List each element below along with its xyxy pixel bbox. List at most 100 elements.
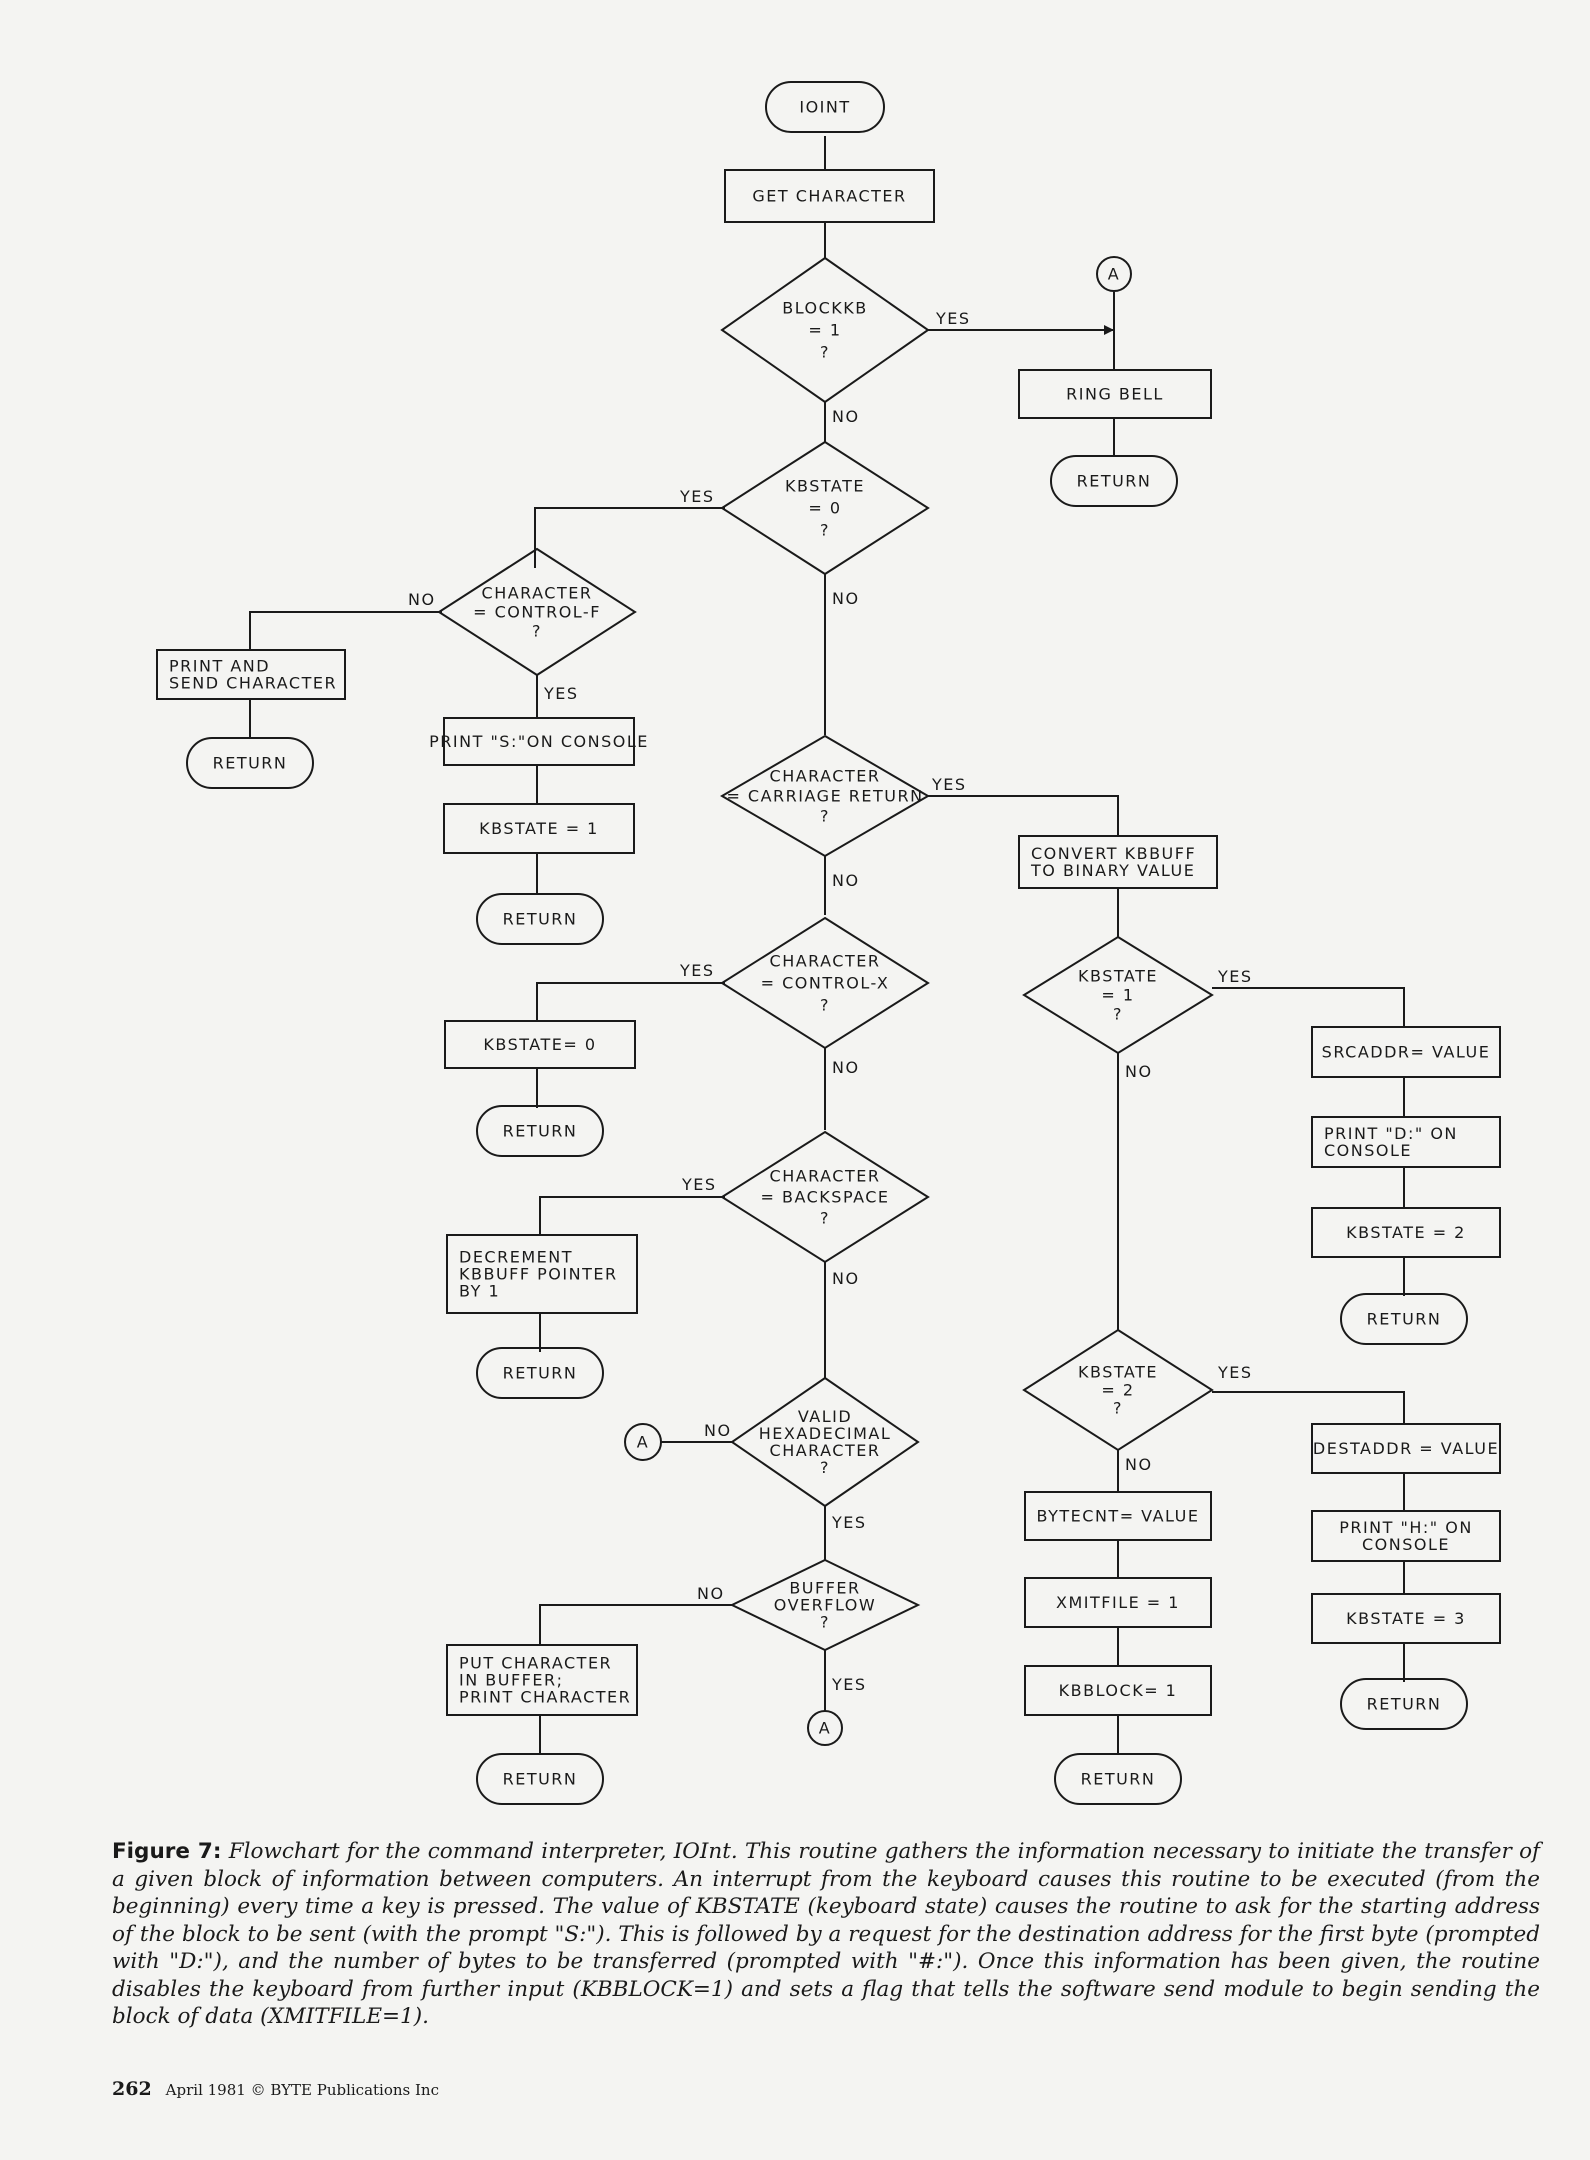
kbstate2-q-text: = 2 bbox=[1101, 1381, 1134, 1400]
kbblock-text: KBBLOCK= 1 bbox=[1059, 1681, 1178, 1700]
kbstate2-q-decision bbox=[1022, 1328, 1214, 1452]
cr-text: ? bbox=[820, 807, 830, 826]
print-s-box bbox=[443, 717, 635, 766]
kbstate2-no-label: NO bbox=[1125, 1455, 1153, 1474]
cr-text: = CARRIAGE RETURN bbox=[726, 787, 923, 806]
valid-hex-decision bbox=[730, 1376, 920, 1508]
ret-d-text: RETURN bbox=[1367, 1310, 1442, 1329]
ioint-terminal bbox=[765, 81, 885, 133]
ring-bell-box bbox=[1018, 369, 1212, 419]
ctrl-x-text: CHARACTER bbox=[770, 952, 881, 971]
put-char-text: PRINT CHARACTER bbox=[459, 1688, 631, 1707]
kbstate-set0-text: KBSTATE= 0 bbox=[483, 1035, 596, 1054]
print-d-text: PRINT "D:" ON bbox=[1324, 1124, 1458, 1143]
figure-caption: Figure 7: Flowchart for the command inte… bbox=[112, 1838, 1540, 2031]
print-send-box bbox=[156, 649, 346, 700]
srcaddr-text: SRCADDR= VALUE bbox=[1322, 1043, 1491, 1062]
kbstate-set0-box bbox=[444, 1020, 636, 1069]
cr-text: CHARACTER bbox=[770, 767, 881, 786]
kbstate0-text: = 0 bbox=[808, 499, 841, 518]
get-char-box bbox=[724, 169, 935, 223]
valid-hex-text: ? bbox=[820, 1458, 830, 1477]
blockkb-decision bbox=[720, 256, 930, 404]
ctrl-f-no-label: NO bbox=[408, 590, 436, 609]
ctrl-f-decision bbox=[437, 547, 637, 677]
destaddr-box bbox=[1311, 1423, 1501, 1474]
edge-ctrlx-yes bbox=[536, 982, 725, 1021]
ret-bs-terminal bbox=[476, 1347, 604, 1399]
overflow-text: ? bbox=[820, 1613, 830, 1632]
overflow-yes-label: YES bbox=[831, 1675, 867, 1694]
ctrl-f-yes-label: YES bbox=[543, 684, 579, 703]
kbstate2-q-text: ? bbox=[1113, 1399, 1123, 1418]
cr-decision bbox=[720, 734, 930, 858]
ret-h-terminal bbox=[1340, 1678, 1468, 1730]
destaddr-text: DESTADDR = VALUE bbox=[1313, 1439, 1499, 1458]
get-char-text: GET CHARACTER bbox=[752, 187, 906, 206]
page-footer: 262 April 1981 © BYTE Publications Inc bbox=[112, 2078, 439, 2100]
kbstate2-q-text: KBSTATE bbox=[1078, 1363, 1158, 1382]
ret-s-terminal bbox=[476, 893, 604, 945]
xmitfile-box bbox=[1024, 1577, 1212, 1628]
overflow-text: BUFFER bbox=[789, 1579, 860, 1598]
ret-kb-terminal bbox=[1054, 1753, 1182, 1805]
backspace-text: ? bbox=[820, 1209, 830, 1228]
blockkb-no-label: NO bbox=[832, 407, 860, 426]
ret-bell-terminal bbox=[1050, 455, 1178, 507]
convert-text: CONVERT KBBUFF bbox=[1031, 844, 1196, 863]
convert-text: TO BINARY VALUE bbox=[1030, 861, 1195, 880]
kbstate1-no-label: NO bbox=[1125, 1062, 1153, 1081]
ret-print-terminal bbox=[186, 737, 314, 789]
valid-no-label: NO bbox=[704, 1421, 732, 1440]
kbstate0-text: KBSTATE bbox=[785, 477, 865, 496]
kbstate-set2-text: KBSTATE = 2 bbox=[1346, 1223, 1466, 1242]
ctrl-f-text: = CONTROL-F bbox=[473, 603, 601, 622]
kbstate1-q-text: = 1 bbox=[1101, 986, 1134, 1005]
figure-label: Figure 7: bbox=[112, 1839, 222, 1864]
edge-kbstate2q-yes bbox=[1212, 1391, 1405, 1424]
ret-print-text: RETURN bbox=[213, 754, 288, 773]
ctrl-x-yes-label: YES bbox=[679, 961, 715, 980]
kbstate1-q-decision bbox=[1022, 935, 1214, 1055]
conn-a-bot-text: A bbox=[819, 1719, 831, 1738]
ret-s-text: RETURN bbox=[503, 910, 578, 929]
ctrl-x-text: = CONTROL-X bbox=[761, 974, 890, 993]
ret-d-terminal bbox=[1340, 1293, 1468, 1345]
print-s-text: PRINT "S:"ON CONSOLE bbox=[429, 732, 649, 751]
kbstate2-yes-label: YES bbox=[1217, 1363, 1253, 1382]
put-char-text: PUT CHARACTER bbox=[459, 1654, 612, 1673]
print-h-text: CONSOLE bbox=[1362, 1535, 1450, 1554]
publication-line: April 1981 © BYTE Publications Inc bbox=[165, 2081, 439, 2099]
valid-hex-text: HEXADECIMAL bbox=[759, 1424, 892, 1443]
kbstate-set3-text: KBSTATE = 3 bbox=[1346, 1609, 1466, 1628]
ring-bell-text: RING BELL bbox=[1066, 385, 1164, 404]
kbstate0-no-label: NO bbox=[832, 589, 860, 608]
connector-a-icon bbox=[624, 1423, 662, 1461]
edge-overflow-no bbox=[539, 1604, 732, 1645]
kbstate0-decision bbox=[720, 440, 930, 576]
valid-hex-text: VALID bbox=[798, 1407, 852, 1426]
ctrl-f-text: ? bbox=[532, 622, 542, 641]
kbstate0-text: ? bbox=[820, 521, 830, 540]
connector-a-icon bbox=[1096, 256, 1132, 292]
blockkb-text: ? bbox=[820, 343, 830, 362]
blockkb-yes-label: YES bbox=[935, 309, 971, 328]
bytecnt-text: BYTECNT= VALUE bbox=[1037, 1507, 1200, 1526]
kbstate1-q-text: ? bbox=[1113, 1005, 1123, 1024]
print-d-box bbox=[1311, 1116, 1501, 1168]
decrement-text: BY 1 bbox=[459, 1282, 500, 1301]
kbstate1-yes-label: YES bbox=[1217, 967, 1253, 986]
ret-bs-text: RETURN bbox=[503, 1364, 578, 1383]
edge-kbstate0-yes bbox=[534, 507, 725, 568]
valid-hex-text: CHARACTER bbox=[770, 1441, 881, 1460]
page-number: 262 bbox=[112, 2078, 152, 2100]
decrement-text: KBBUFF POINTER bbox=[459, 1265, 618, 1284]
ctrl-x-no-label: NO bbox=[832, 1058, 860, 1077]
ret-put-terminal bbox=[476, 1753, 604, 1805]
ret-x-terminal bbox=[476, 1105, 604, 1157]
put-char-box bbox=[446, 1644, 638, 1716]
kbstate-set3-box bbox=[1311, 1593, 1501, 1644]
kbstate0-yes-label: YES bbox=[679, 487, 715, 506]
srcaddr-box bbox=[1311, 1026, 1501, 1078]
